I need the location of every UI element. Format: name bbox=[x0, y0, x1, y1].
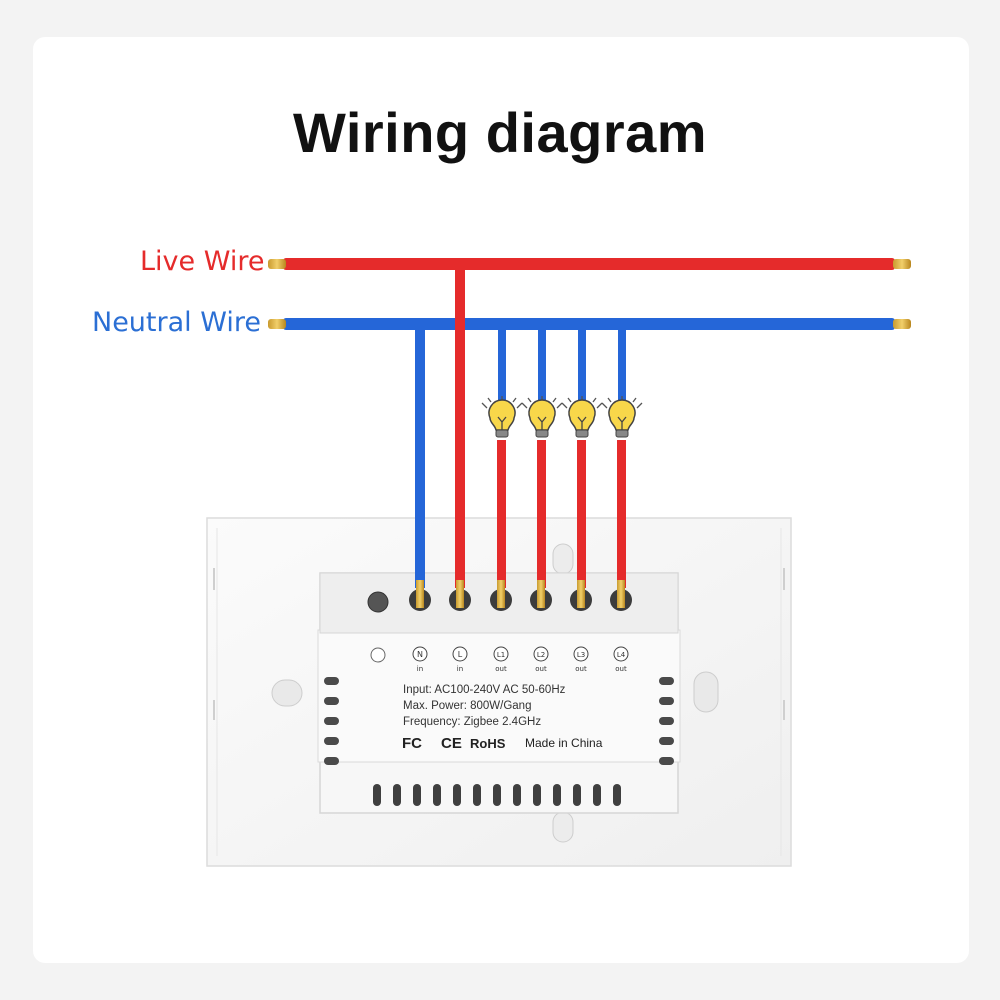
fc-mark: FC bbox=[402, 735, 422, 752]
bulb-icon bbox=[561, 396, 603, 438]
made-in-label: Made in China bbox=[525, 736, 603, 750]
terminal-symbol-l2: L2 bbox=[537, 651, 545, 659]
bulb-icon bbox=[601, 396, 643, 438]
terminal-posts bbox=[409, 580, 632, 611]
terminal-symbol-l1: L1 bbox=[497, 651, 505, 659]
terminal-symbol-l4: L4 bbox=[617, 651, 626, 659]
terminal-symbol-l3: L3 bbox=[577, 651, 585, 659]
terminal-sub-n: in bbox=[417, 665, 423, 673]
terminal-sub-l4: out bbox=[615, 665, 627, 673]
spec-frequency: Frequency: Zigbee 2.4GHz bbox=[403, 716, 541, 728]
terminal-sub-l: in bbox=[457, 665, 463, 673]
live-wire-label: Live Wire bbox=[140, 246, 265, 277]
terminal-sub-l3: out bbox=[575, 665, 587, 673]
bulb-icon bbox=[481, 396, 523, 438]
live-wire bbox=[268, 258, 911, 588]
load-wires bbox=[497, 440, 626, 588]
bulb-icon bbox=[521, 396, 563, 438]
page-title: Wiring diagram bbox=[292, 101, 708, 164]
neutral-wire bbox=[268, 318, 911, 588]
terminal-symbol-n: N bbox=[417, 650, 423, 659]
terminal-sub-l2: out bbox=[535, 665, 547, 673]
spec-input: Input: AC100-240V AC 50-60Hz bbox=[403, 684, 566, 696]
terminal-sub-l1: out bbox=[495, 665, 507, 673]
ce-mark: CE bbox=[441, 735, 462, 752]
neutral-wire-label: Neutral Wire bbox=[92, 307, 261, 338]
terminal-symbol-l: L bbox=[458, 650, 463, 659]
spec-power: Max. Power: 800W/Gang bbox=[403, 700, 531, 712]
rohs-mark: RoHS bbox=[470, 736, 506, 751]
